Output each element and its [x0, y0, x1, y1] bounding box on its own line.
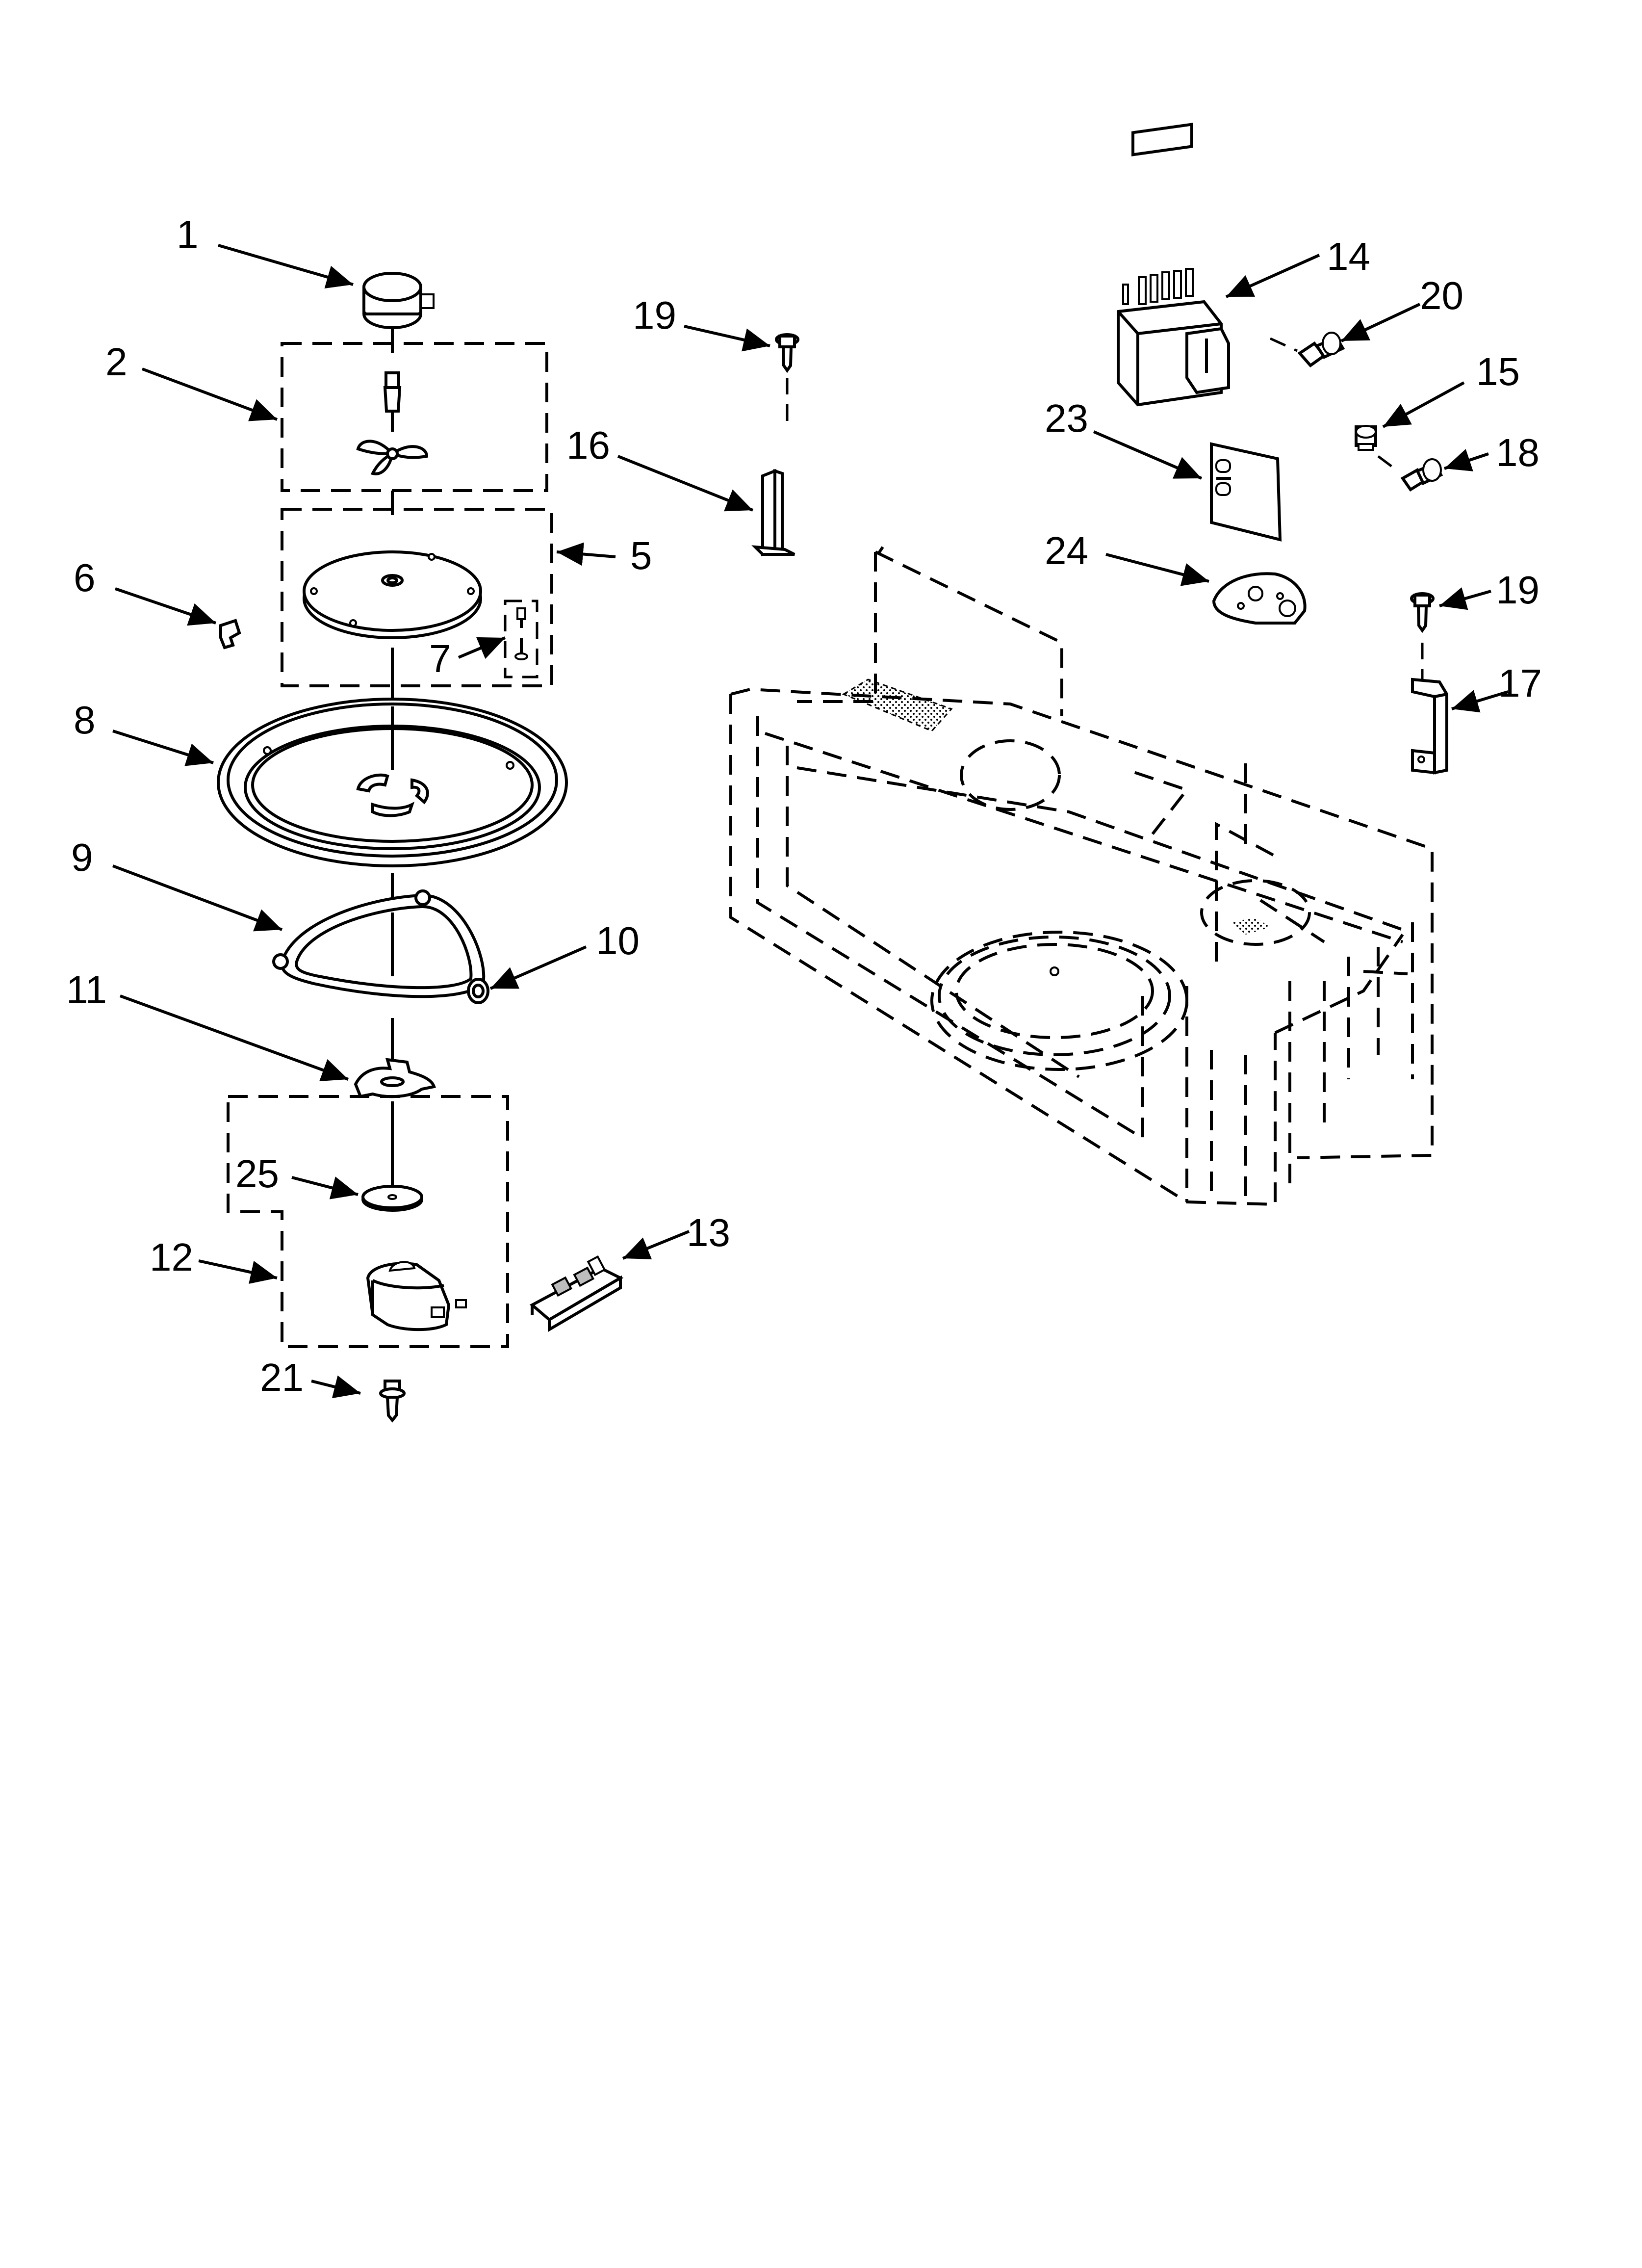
group-box-12: [227, 1095, 509, 1348]
callout-13: 13: [687, 1211, 730, 1254]
leader-18: [1444, 449, 1489, 471]
part-1-motor: [362, 272, 435, 329]
part-19-screw-right: [1410, 592, 1435, 633]
part-11-coupler: [354, 1058, 436, 1098]
callout-16: 16: [566, 423, 610, 467]
leader-14: [1225, 254, 1320, 298]
leader-17: [1451, 690, 1509, 713]
leader-12: [198, 1259, 278, 1284]
leader-21: [311, 1375, 361, 1399]
callout-8: 8: [74, 698, 96, 742]
part-2-coupler: [383, 371, 402, 432]
part-17-bracket: [1411, 678, 1448, 775]
part-2-fan-blade: [356, 440, 429, 475]
callout-1: 1: [177, 212, 199, 256]
leader-15: [1382, 381, 1465, 428]
part-8-glass-tray: [217, 698, 568, 867]
callout-17: 17: [1498, 661, 1542, 705]
leader-5: [556, 542, 616, 566]
callout-14: 14: [1327, 235, 1370, 278]
axis-line: [1269, 337, 1298, 352]
leader-13: [622, 1230, 690, 1260]
callout-6: 6: [74, 556, 96, 600]
group-box-7: [504, 600, 539, 678]
leader-23: [1093, 430, 1203, 480]
callout-12: 12: [150, 1235, 193, 1279]
part-25-washer: [361, 1185, 423, 1212]
part-5-stirrer-plate: [303, 550, 482, 639]
leader-2: [141, 367, 278, 421]
vent-mesh: [842, 678, 1270, 935]
leader-8: [112, 730, 214, 766]
group-box-2: [281, 342, 548, 492]
axis-line: [1377, 455, 1399, 472]
callout-21: 21: [260, 1356, 304, 1399]
part-13-switch-bracket: [529, 1255, 624, 1332]
callout-19-top: 19: [633, 293, 676, 337]
group-box-5: [281, 508, 553, 687]
part-23-plate: [1210, 442, 1282, 542]
leader-9: [112, 864, 283, 932]
callout-18: 18: [1496, 431, 1539, 474]
callout-7: 7: [429, 637, 451, 680]
callout-19-right: 19: [1496, 568, 1539, 612]
callout-leaders: [112, 244, 1509, 1399]
leader-25: [291, 1176, 359, 1199]
callout-15: 15: [1476, 350, 1520, 393]
leader-11: [119, 994, 349, 1081]
microwave-cavity-housing: [729, 546, 1434, 1206]
part-20-screw: [1297, 332, 1345, 368]
part-18-screw: [1400, 458, 1443, 492]
part-9-roller-ring: [272, 889, 489, 1004]
callout-24: 24: [1045, 529, 1088, 573]
callout-5: 5: [630, 534, 652, 577]
leader-19b: [1439, 587, 1491, 610]
callout-9: 9: [71, 835, 93, 879]
leader-19a: [684, 325, 770, 352]
part-14-transformer: [1117, 123, 1230, 407]
callout-labels: 1 2 5 6 7 8 9 10 11 25 12 13 21 19 16 14…: [66, 212, 1542, 1399]
part-15-fuse-holder: [1355, 425, 1377, 451]
callout-10: 10: [596, 919, 640, 963]
part-21-screw: [379, 1380, 406, 1423]
leader-6: [115, 587, 216, 626]
leader-20: [1340, 303, 1421, 342]
part-19-screw-top: [775, 333, 799, 373]
leader-24: [1105, 553, 1209, 586]
transformer-terminals: [1122, 268, 1194, 305]
part-16-bracket: [751, 469, 795, 556]
leader-7: [458, 636, 506, 659]
part-6-clip: [219, 619, 241, 650]
part-24-bracket: [1212, 572, 1307, 625]
part-12-turntable-motor: [366, 1261, 467, 1331]
callout-11: 11: [66, 968, 107, 1012]
leader-1: [218, 244, 354, 288]
callout-2: 2: [105, 340, 128, 384]
leader-16: [617, 455, 754, 512]
callout-25: 25: [235, 1152, 279, 1196]
part-7-screws: [514, 607, 528, 660]
callout-23: 23: [1045, 396, 1088, 440]
leader-10: [489, 945, 587, 990]
callout-20: 20: [1420, 274, 1463, 317]
